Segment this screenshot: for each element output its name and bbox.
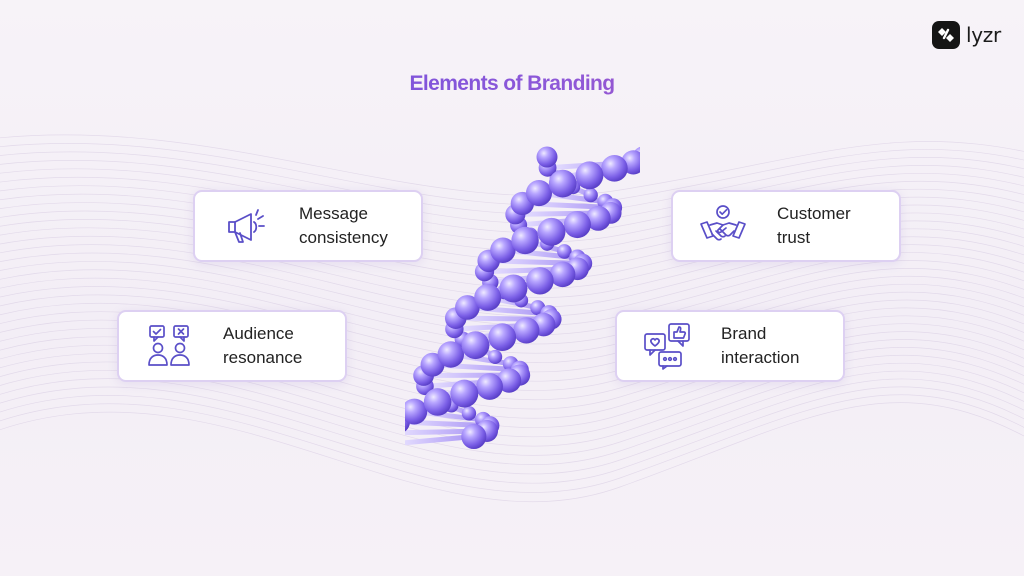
dna-bead <box>525 180 553 207</box>
background-wave-line <box>0 291 1024 373</box>
background-wave-line <box>0 176 1024 243</box>
dna-bead <box>513 317 540 344</box>
card-label-line: Audience <box>223 324 294 343</box>
card-label-line: Message <box>299 204 368 223</box>
dna-bead <box>575 161 604 190</box>
megaphone-icon <box>228 209 265 243</box>
card-label-line: Customer <box>777 204 851 223</box>
people-feedback-icon <box>148 325 190 366</box>
background-wave-line <box>0 227 1024 299</box>
dna-bead <box>583 187 598 203</box>
card-brand-interaction: Brand interaction <box>615 310 845 382</box>
background-wave-line <box>0 299 1024 382</box>
dna-bead <box>537 217 566 246</box>
dna-bead <box>585 205 611 231</box>
dna-bead <box>488 349 503 365</box>
dna-bead <box>490 237 516 263</box>
dna-bead <box>423 388 452 416</box>
card-customer-trust: Customer trust <box>671 190 901 262</box>
background-wave-line <box>0 210 1024 280</box>
card-message-consistency: Message consistency <box>193 190 423 262</box>
dna-bead <box>536 146 558 168</box>
card-label: Message consistency <box>299 202 421 250</box>
handshake-icon <box>700 205 746 241</box>
background-wave-line <box>0 218 1024 289</box>
dna-bead <box>549 261 576 288</box>
card-label-line: interaction <box>721 348 800 367</box>
dna-bead <box>461 406 477 421</box>
dna-bead <box>437 341 465 368</box>
lyzr-logo: lyzr <box>932 21 1001 49</box>
card-label-line: consistency <box>299 228 388 247</box>
lyzr-logo-text: lyzr <box>966 23 1001 47</box>
background-wave-line <box>0 275 1024 354</box>
card-audience-resonance: Audience resonance <box>117 310 347 382</box>
card-label-line: trust <box>777 228 811 247</box>
background-wave-line <box>0 402 1024 503</box>
background-wave-line <box>0 378 1024 475</box>
background-wave-line <box>0 235 1024 308</box>
dna-bead <box>455 295 480 320</box>
background-wave-line <box>0 386 1024 484</box>
card-label: Brand interaction <box>721 322 843 370</box>
dna-bead <box>461 331 490 360</box>
dna-bead <box>450 379 479 408</box>
dna-bead <box>511 226 539 255</box>
dna-bead <box>499 274 528 303</box>
chat-bubbles-icon <box>644 323 690 370</box>
background-wave-line <box>0 283 1024 363</box>
background-wave-line <box>0 252 1024 326</box>
card-label: Customer trust <box>777 202 899 250</box>
dna-bead <box>461 423 487 450</box>
background-wave-line <box>0 260 1024 336</box>
page-title: Elements of Branding <box>0 72 1024 96</box>
lyzr-logo-mark-icon <box>932 21 960 49</box>
dna-bead <box>488 323 517 352</box>
background-wave-line <box>0 370 1024 465</box>
dna-bead <box>557 244 572 259</box>
dna-bead <box>601 155 628 182</box>
background-wave-line <box>0 244 1024 317</box>
dna-bead <box>405 398 428 425</box>
background-wave-line <box>0 394 1024 493</box>
background-wave-line <box>0 268 1024 345</box>
background-wave-line <box>0 185 1024 252</box>
dna-bead <box>526 267 554 295</box>
dna-bead <box>548 169 577 198</box>
dna-bead <box>476 373 503 400</box>
card-label-line: Brand <box>721 324 767 343</box>
dna-bead <box>474 283 502 311</box>
card-label: Audience resonance <box>223 322 345 370</box>
card-label-line: resonance <box>223 348 303 367</box>
dna-bead <box>563 210 591 239</box>
dna-rung <box>405 433 477 446</box>
dna-helix-illustration <box>405 146 640 450</box>
